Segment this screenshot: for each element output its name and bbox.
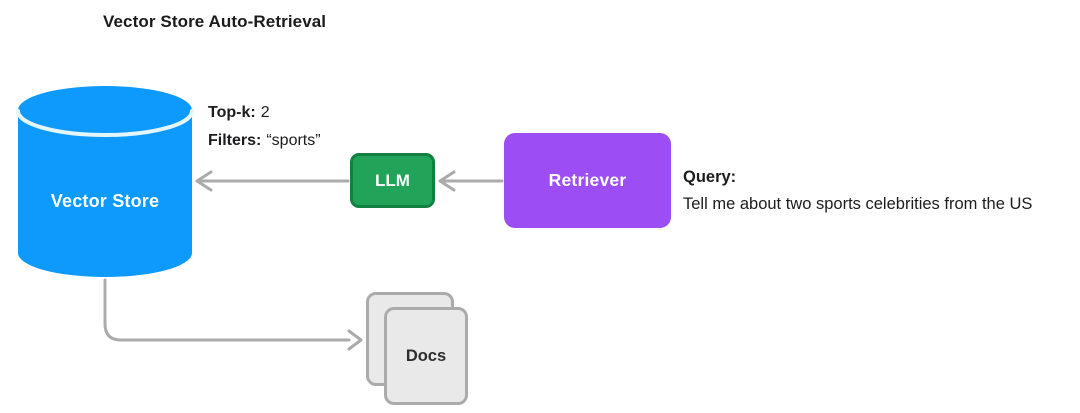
query-text: Tell me about two sports celebrities fro… xyxy=(683,195,1033,213)
vector-store-node-label: Vector Store xyxy=(50,191,160,211)
arrow-retriever-to-llm xyxy=(438,170,504,192)
retriever-node: Retriever xyxy=(504,133,671,228)
top-k-label: Top-k: xyxy=(208,104,256,121)
filters-value: “sports” xyxy=(266,132,321,149)
arrow-llm-to-vector-store xyxy=(195,170,350,192)
top-k-value: 2 xyxy=(260,104,270,121)
top-k-annotation: Top-k:2 xyxy=(208,101,270,125)
query-label: Query: xyxy=(683,168,737,186)
llm-node-label: LLM xyxy=(375,170,410,190)
retriever-node-label: Retriever xyxy=(548,170,627,190)
llm-node: LLM xyxy=(350,153,435,208)
filters-label: Filters: xyxy=(208,132,262,149)
docs-node: Docs xyxy=(384,307,468,405)
query-annotation: Query: Tell me about two sports celebrit… xyxy=(683,164,1032,218)
diagram-title: Vector Store Auto-Retrieval xyxy=(103,12,327,31)
docs-node-label: Docs xyxy=(405,346,447,365)
vector-store-cylinder-icon xyxy=(16,86,194,277)
filters-annotation: Filters:“sports” xyxy=(208,129,321,153)
arrow-vector-store-to-docs xyxy=(103,278,363,351)
